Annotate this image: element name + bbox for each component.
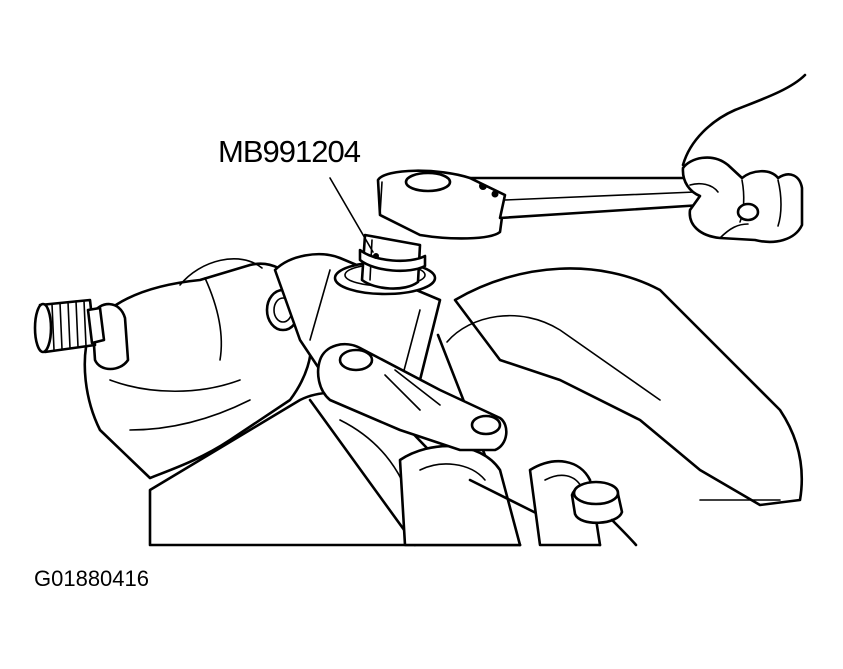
label-leader-line [329, 177, 374, 253]
torque-wrench [468, 176, 707, 220]
input-shaft [33, 298, 106, 354]
hand [681, 73, 807, 244]
special-tool [333, 169, 507, 296]
cap [570, 480, 638, 547]
mounting-bracket [316, 343, 508, 452]
tool-number-label: MB991204 [218, 134, 361, 169]
steering-gear-housing [83, 258, 313, 480]
figure-id-label: G01880416 [34, 566, 149, 591]
